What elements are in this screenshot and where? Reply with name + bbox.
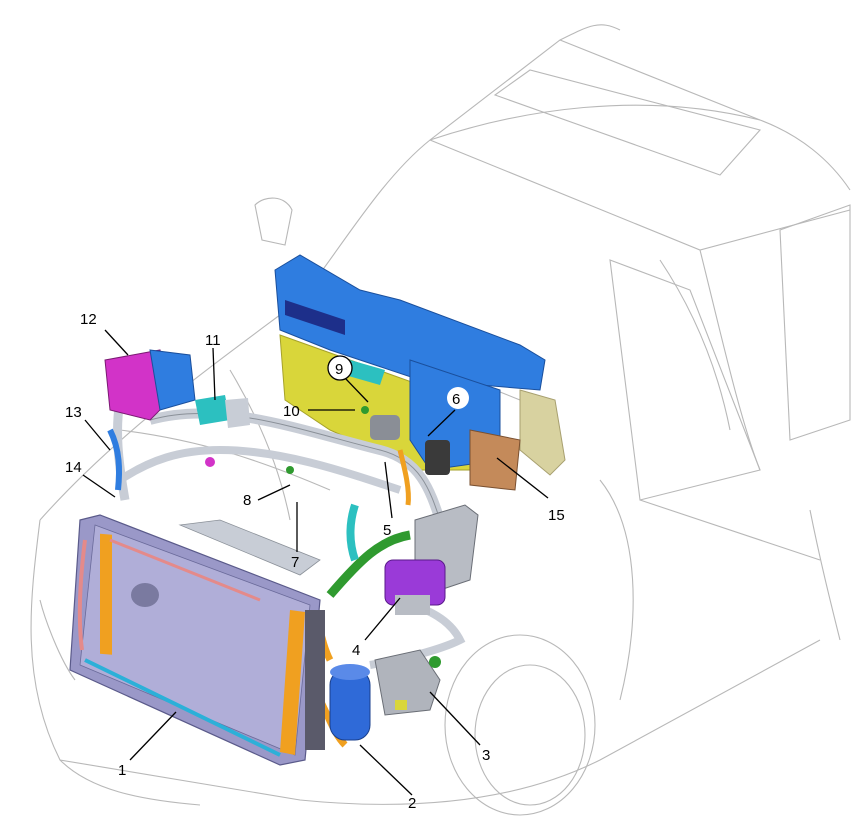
leader-15 — [496, 457, 549, 499]
callout-8: 8 — [243, 492, 251, 509]
callout-labels: 1 2 3 4 5 6 7 8 9 10 11 12 13 14 15 — [65, 311, 565, 812]
receiver-drier — [329, 664, 371, 741]
callout-15: 15 — [548, 507, 565, 524]
callout-6-bg — [447, 387, 469, 409]
callout-2: 2 — [408, 795, 416, 812]
leader-5 — [384, 461, 393, 519]
callout-10: 10 — [283, 403, 300, 420]
callout-13: 13 — [65, 404, 82, 421]
leader-8 — [257, 484, 291, 501]
leader-lines — [82, 329, 549, 796]
leader-11 — [212, 347, 216, 401]
leader-14 — [82, 474, 116, 498]
callout-4: 4 — [352, 642, 360, 659]
leader-3 — [429, 691, 481, 746]
leader-1 — [129, 711, 177, 761]
callout-7: 7 — [291, 554, 299, 571]
callout-9: 9 — [335, 361, 343, 378]
hvac-module — [274, 254, 566, 491]
callout-1: 1 — [118, 762, 126, 779]
leader-4 — [364, 597, 401, 641]
compressor — [374, 649, 441, 716]
callout-14: 14 — [65, 459, 82, 476]
leader-13 — [84, 419, 111, 451]
callout-11: 11 — [205, 332, 221, 349]
expansion-tank — [384, 504, 479, 615]
leader-12 — [104, 329, 129, 356]
leader-2 — [359, 744, 413, 796]
callout-3: 3 — [482, 747, 490, 764]
leader-6 — [427, 409, 456, 437]
callout-12: 12 — [80, 311, 97, 328]
condenser — [69, 514, 325, 766]
callout-9-circle — [327, 355, 353, 381]
callout-5: 5 — [383, 522, 391, 539]
front-left-components — [104, 349, 369, 491]
callout-6: 6 — [452, 391, 460, 408]
leader-9 — [344, 377, 369, 403]
